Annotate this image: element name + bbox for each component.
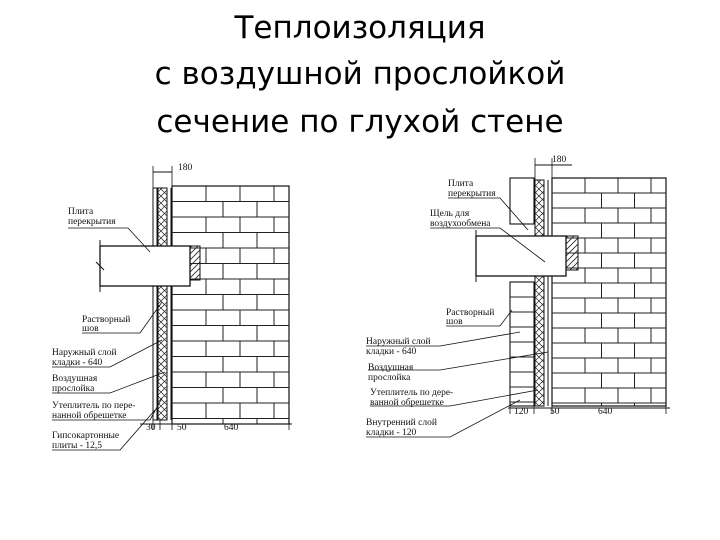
left-brick-joints: [172, 186, 289, 424]
right-label-inner-2: кладки - 120: [366, 428, 417, 438]
right-label-mortar-2: шов: [446, 317, 463, 327]
left-dim-bottom-1: 30: [146, 423, 156, 433]
left-label-gypsum-1: Гипсокартонные: [52, 431, 119, 441]
left-label-outer-1: Наружный слой: [52, 347, 117, 358]
left-label-slab-1: Плита: [68, 207, 94, 217]
title-line-3: сечение по глухой стене: [156, 104, 564, 140]
right-diagram: 180 120 50 640 Плита перекрытия Щель для…: [366, 155, 670, 438]
right-label-air-1: Воздушная: [368, 363, 414, 373]
right-floor-slab: [475, 235, 567, 277]
right-outer-brick-wall: [551, 177, 667, 407]
left-label-outer-2: кладки - 640: [52, 358, 103, 368]
left-label-slab-2: перекрытия: [68, 217, 116, 227]
left-label-air-2: прослойка: [52, 383, 95, 394]
right-label-mortar-1: Растворный: [446, 307, 494, 318]
right-label-gap-2: воздухообмена: [430, 218, 491, 229]
right-dim-bottom-2: 50: [550, 407, 560, 417]
left-label-mortar-2: шов: [82, 324, 99, 334]
right-inner-brick-bottom: [509, 281, 535, 407]
right-dim-bottom-1: 120: [514, 407, 529, 417]
left-label-insul-1: Утеплитель по пере-: [52, 401, 135, 411]
title-line-2: с воздушной прослойкой: [154, 56, 566, 92]
right-label-gap-1: Щель для: [430, 209, 470, 219]
left-dim-bottom-3: 640: [224, 423, 239, 433]
right-label-slab-1: Плита: [448, 179, 474, 189]
right-label-inner-1: Внутренний слой: [366, 417, 437, 428]
title-line-1: Теплоизоляция: [234, 10, 486, 46]
left-outer-brick-wall: [171, 185, 290, 425]
right-dim-bottom-3: 640: [598, 407, 613, 417]
right-dim-top: 180: [552, 155, 567, 165]
left-dim-bottom-2: 50: [177, 423, 187, 433]
right-label-insul-2: ванной обрешетке: [370, 397, 444, 408]
right-label-slab-2: перекрытия: [448, 189, 496, 199]
left-gypsum-board: [152, 187, 158, 421]
left-label-mortar-1: Растворный: [82, 314, 130, 325]
right-label-air-2: прослойка: [368, 372, 411, 383]
right-insulation-layer: [534, 179, 545, 407]
left-dim-top: 180: [178, 163, 193, 173]
right-label-outer-2: кладки - 640: [366, 347, 417, 357]
left-label-insul-2: нанной обрешетке: [52, 410, 127, 421]
right-label-insul-1: Утеплитель по дере-: [370, 388, 453, 398]
left-diagram: 180 30 50 640 Плита перекрытия Растворны…: [52, 163, 292, 451]
left-floor-slab: [99, 245, 191, 287]
right-inner-brick-top: [509, 177, 535, 225]
left-label-air-1: Воздушная: [52, 374, 98, 384]
right-label-outer-1: Наружный слой: [366, 336, 431, 347]
left-label-gypsum-2: плиты - 12,5: [52, 441, 102, 451]
left-insulation-layer: [157, 187, 168, 421]
